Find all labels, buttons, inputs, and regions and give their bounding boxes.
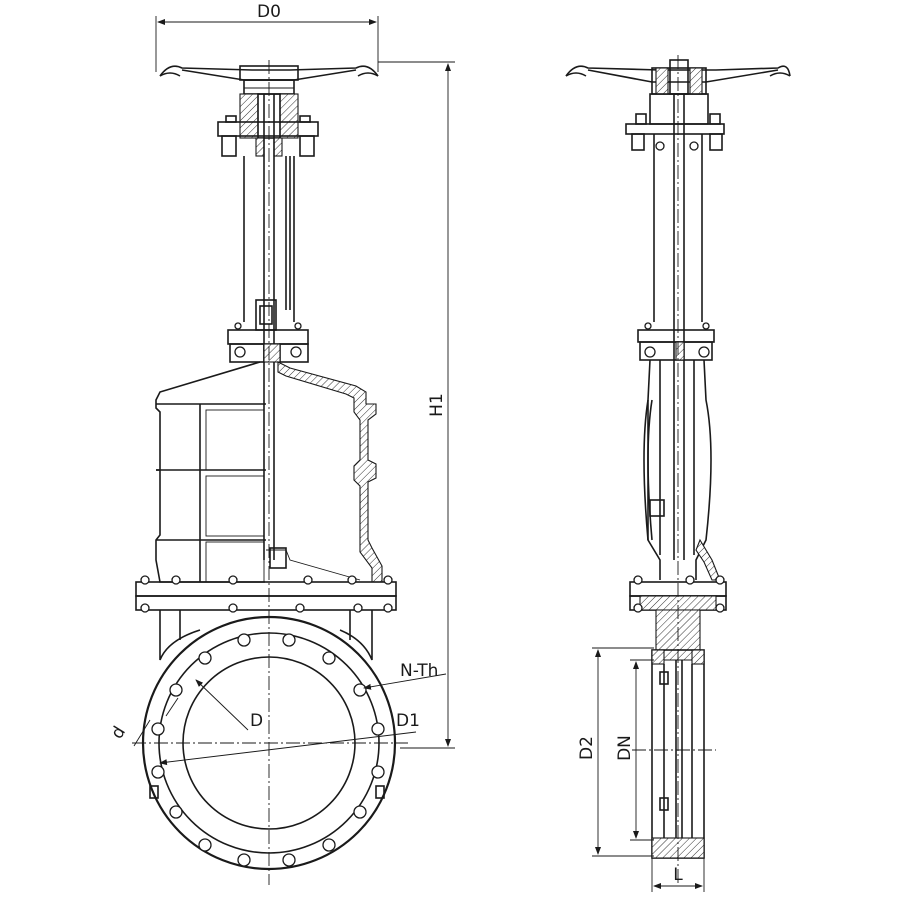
label-l: L [673, 865, 683, 885]
dimension-d2: D2 [577, 647, 654, 857]
label-d2: D2 [577, 736, 597, 760]
dimension-d1: D1 [159, 711, 420, 766]
label-d1: D1 [396, 711, 420, 731]
side-view: D2 DN L [565, 55, 791, 892]
label-d0: D0 [257, 2, 281, 22]
handwheel [159, 65, 379, 95]
front-view: D0 H1 D D1 N-Th d [107, 2, 455, 885]
bonnet-flange [227, 322, 309, 363]
body-flange [135, 575, 397, 661]
label-dn: DN [615, 735, 635, 761]
side-yoke [625, 93, 725, 560]
valve-body [155, 361, 383, 583]
yoke-top [217, 93, 319, 157]
dimension-bore-d: D [195, 679, 263, 731]
dimension-d0: D0 [155, 2, 379, 72]
dimension-dn: DN [615, 659, 654, 841]
label-h1: H1 [427, 393, 447, 417]
label-n-th: N-Th [400, 661, 438, 681]
side-bonnet [637, 322, 721, 581]
dimension-h1: H1 [378, 61, 455, 749]
label-d-bore: D [250, 711, 263, 731]
dimension-l: L [651, 858, 705, 892]
label-d-hole: d [107, 723, 130, 743]
dimension-n-th: N-Th [363, 661, 447, 690]
flange-bolt-holes [151, 633, 385, 867]
